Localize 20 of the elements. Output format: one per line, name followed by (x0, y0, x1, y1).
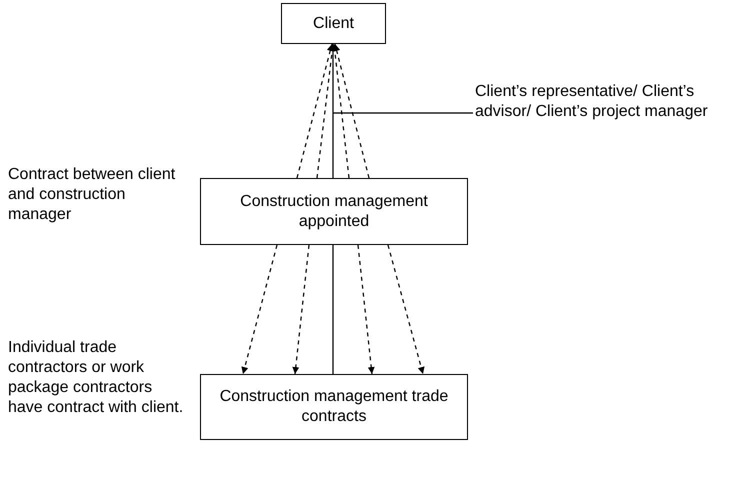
arrow (331, 44, 350, 178)
box-label: Client (313, 14, 354, 34)
connector-line (332, 44, 334, 178)
callout-text: Client’s representative/ Client’s advisor/ Client’s project manager (475, 83, 708, 120)
process-box (281, 3, 386, 44)
process-box (200, 178, 468, 245)
arrow (357, 244, 375, 374)
arrow (296, 44, 334, 178)
arrow (292, 244, 310, 374)
arrow (333, 44, 370, 178)
side-note: Contract between client and construction manager (8, 165, 176, 225)
process-box (200, 374, 468, 440)
side-note: Individual trade contractors or work package contractors have contract with client. (8, 338, 184, 418)
box-label: Construction management appointed (239, 192, 429, 232)
connector-line (332, 245, 334, 374)
arrow (316, 44, 336, 178)
leader-line (333, 112, 473, 114)
arrow (387, 244, 425, 374)
arrow (241, 244, 278, 374)
box-label: Construction management trade contracts (218, 387, 450, 427)
